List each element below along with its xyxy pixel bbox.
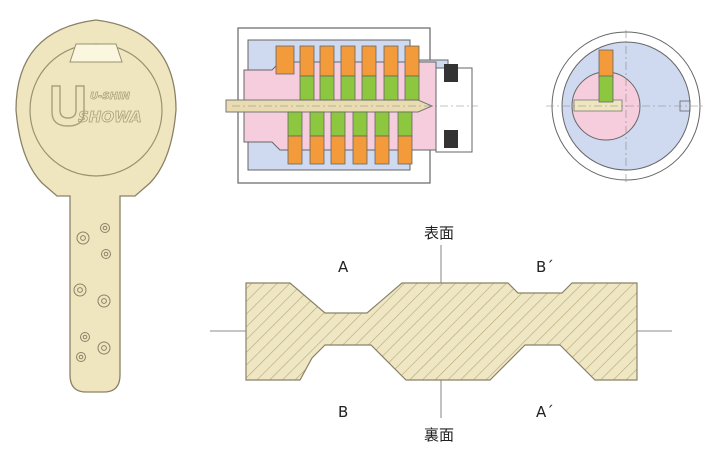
front-keyway [573,99,623,112]
dimple [102,225,108,231]
bottom-driver-pin [287,135,303,165]
dimple [97,294,111,308]
cylinder-side-view [225,27,478,184]
top-key-pin [361,75,377,101]
cylinder-cap-top [444,64,458,82]
label-b: B [338,403,349,421]
bottom-key-pin [309,111,325,137]
dimple [76,352,86,362]
top-driver-pin [299,45,315,77]
dimple [78,354,84,360]
bottom-driver-pin [352,135,368,165]
bottom-driver-pin [330,135,346,165]
dimple [73,283,87,297]
top-driver-pin [404,45,420,77]
dimple [101,298,107,304]
key-illustration: U-SHIN SHOWA [15,19,177,393]
bottom-key-pin [330,111,346,137]
top-driver-pin [361,45,377,77]
top-driver-pin [319,45,335,77]
top-key-pin [319,75,335,101]
dimple [76,231,90,245]
bottom-driver-pin [374,135,390,165]
bottom-key-pin [352,111,368,137]
top-key-pin [383,75,399,101]
front-driver-pin [598,49,614,79]
bottom-pins [287,111,413,165]
top-key-pin [340,75,356,101]
key-window [69,43,123,63]
section-profile [245,282,638,381]
dimple [100,223,110,233]
dimple [82,334,88,340]
logo-u-mark [51,85,85,127]
bottom-driver-pin [397,135,413,165]
dimple [77,287,83,293]
label-b-prime: B´ [536,258,554,276]
front-key-pin [598,75,614,103]
cylinder-cap-bottom [444,130,458,148]
top-driver-pin [383,45,399,77]
top-driver-pin [275,45,295,75]
top-key-pin [404,75,420,101]
top-key-pin [299,75,315,101]
top-pins [275,45,420,101]
dimple [101,345,107,351]
dimple [101,249,111,259]
bottom-face-label: 裏面 [424,426,455,444]
top-face-label: 表面 [424,224,455,242]
brand-logo: U-SHIN SHOWA [51,85,142,127]
logo-text-bottom: SHOWA [78,108,142,126]
label-a-prime: A´ [536,403,554,421]
bottom-key-pin [397,111,413,137]
top-driver-pin [340,45,356,77]
dimple [80,235,86,241]
bottom-key-pin [287,111,303,137]
dimple [80,332,90,342]
bottom-key-pin [374,111,390,137]
dimple [103,251,109,257]
label-a: A [338,258,349,276]
key-cross-section [210,245,672,418]
logo-text-top: U-SHIN [90,91,131,102]
bottom-driver-pin [309,135,325,165]
key-dimples [73,223,111,362]
key-body [15,19,177,393]
cylinder-front-view [546,30,706,184]
dimple [97,341,111,355]
